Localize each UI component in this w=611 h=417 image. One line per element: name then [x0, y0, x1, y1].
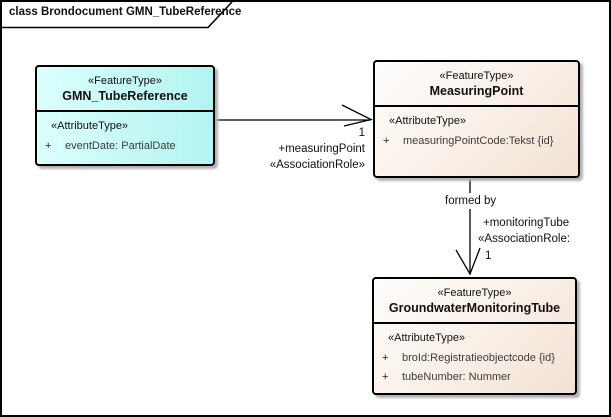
open-arrowhead-icon	[341, 104, 373, 127]
attribute-text: broId:Registratieobjectcode {id}	[402, 352, 555, 364]
association-stereotype-label: «AssociationRole»	[269, 159, 365, 171]
class-name: GMN_TubeReference	[62, 88, 188, 103]
attribute-compartment: «AttributeType» + measuringPointCode:Tek…	[375, 107, 578, 151]
association-measuring-point[interactable]	[215, 104, 373, 127]
visibility-marker: +	[383, 135, 390, 147]
class-header: «FeatureType» GroundwaterMonitoringTube	[374, 279, 575, 324]
visibility-marker: +	[45, 140, 52, 152]
role-label: +monitoringTube	[483, 217, 570, 229]
class-header: «FeatureType» MeasuringPoint	[375, 62, 578, 107]
attribute-compartment: «AttributeType» + eventDate: PartialDate	[37, 112, 213, 156]
association-stereotype-label: «AssociationRole:	[478, 233, 571, 245]
class-name: GroundwaterMonitoringTube	[388, 300, 561, 315]
attribute-text: eventDate: PartialDate	[65, 140, 176, 152]
attribute-row[interactable]: + broId:Registratieobjectcode {id}	[374, 349, 575, 368]
attribute-compartment: «AttributeType» + broId:Registratieobjec…	[374, 324, 575, 387]
class-name: MeasuringPoint	[429, 83, 524, 98]
attribute-text: measuringPointCode:Tekst {id}	[403, 135, 554, 147]
class-header: «FeatureType» GMN_TubeReference	[37, 67, 213, 112]
attribute-stereotype: «AttributeType»	[51, 120, 129, 132]
assoc-measuringpoint-labels: 1 +measuringPoint «AssociationRole»	[270, 125, 365, 173]
visibility-marker: +	[382, 352, 389, 364]
class-measuringpoint[interactable]: «FeatureType» MeasuringPoint «AttributeT…	[373, 60, 580, 178]
class-gmn-tubereference[interactable]: «FeatureType» GMN_TubeReference «Attribu…	[35, 65, 215, 166]
attribute-row[interactable]: + measuringPointCode:Tekst {id}	[375, 132, 578, 151]
assoc-monitoringtube-labels: +monitoringTube «AssociationRole:	[478, 215, 570, 247]
class-stereotype: «FeatureType»	[88, 74, 162, 87]
diagram-title: class Brondocument GMN_TubeReference	[9, 6, 242, 18]
association-name-label: formed by	[443, 193, 499, 209]
visibility-marker: +	[382, 371, 389, 383]
attribute-stereotype: «AttributeType»	[388, 332, 466, 344]
multiplicity-label: 1	[358, 127, 365, 139]
attribute-row[interactable]: + eventDate: PartialDate	[37, 137, 213, 156]
role-label: +measuringPoint	[278, 143, 365, 155]
class-groundwatermonitoringtube[interactable]: «FeatureType» GroundwaterMonitoringTube …	[372, 277, 577, 395]
class-stereotype: «FeatureType»	[437, 286, 512, 299]
class-stereotype: «FeatureType»	[439, 69, 514, 82]
attribute-text: tubeNumber: Nummer	[402, 371, 511, 383]
attribute-row[interactable]: + tubeNumber: Nummer	[374, 368, 575, 387]
attribute-stereotype: «AttributeType»	[389, 115, 467, 127]
open-arrowhead-icon	[455, 247, 481, 276]
multiplicity-label: 1	[485, 250, 492, 262]
